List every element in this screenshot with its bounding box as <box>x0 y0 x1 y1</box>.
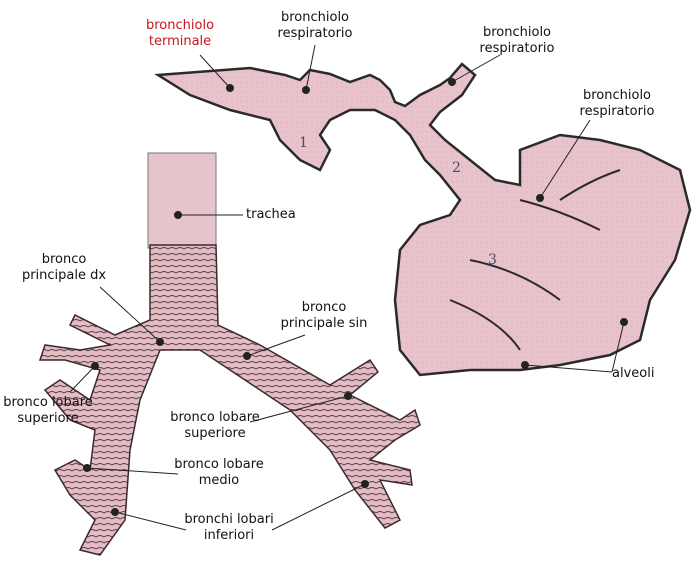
trachea-shape <box>147 152 217 249</box>
label-bronchiolo-respiratorio-3: bronchiolo respiratorio <box>579 88 655 119</box>
label-bronchi-lobari-inferiori: bronchi lobari inferiori <box>184 512 274 543</box>
label-bronco-lobare-superiore-dx: bronco lobare superiore <box>3 395 93 426</box>
number-1: 1 <box>299 135 308 151</box>
leader-lines <box>69 44 628 531</box>
label-bronco-lobare-medio: bronco lobare medio <box>174 457 264 488</box>
number-3: 3 <box>488 252 497 268</box>
label-bronco-lobare-superiore-sin: bronco lobare superiore <box>170 410 260 441</box>
label-bronchiolo-respiratorio-1: bronchiolo respiratorio <box>277 10 353 41</box>
label-bronchiolo-terminale: bronchiolo terminale <box>146 18 215 49</box>
label-bronco-principale-dx: bronco principale dx <box>21 252 107 283</box>
number-2: 2 <box>452 160 461 176</box>
label-trachea: trachea <box>246 207 296 222</box>
label-bronchiolo-respiratorio-2: bronchiolo respiratorio <box>479 25 555 56</box>
label-bronco-principale-sin: bronco principale sin <box>280 300 368 331</box>
label-alveoli: alveoli <box>612 366 655 381</box>
bronchi-shape <box>38 244 421 556</box>
